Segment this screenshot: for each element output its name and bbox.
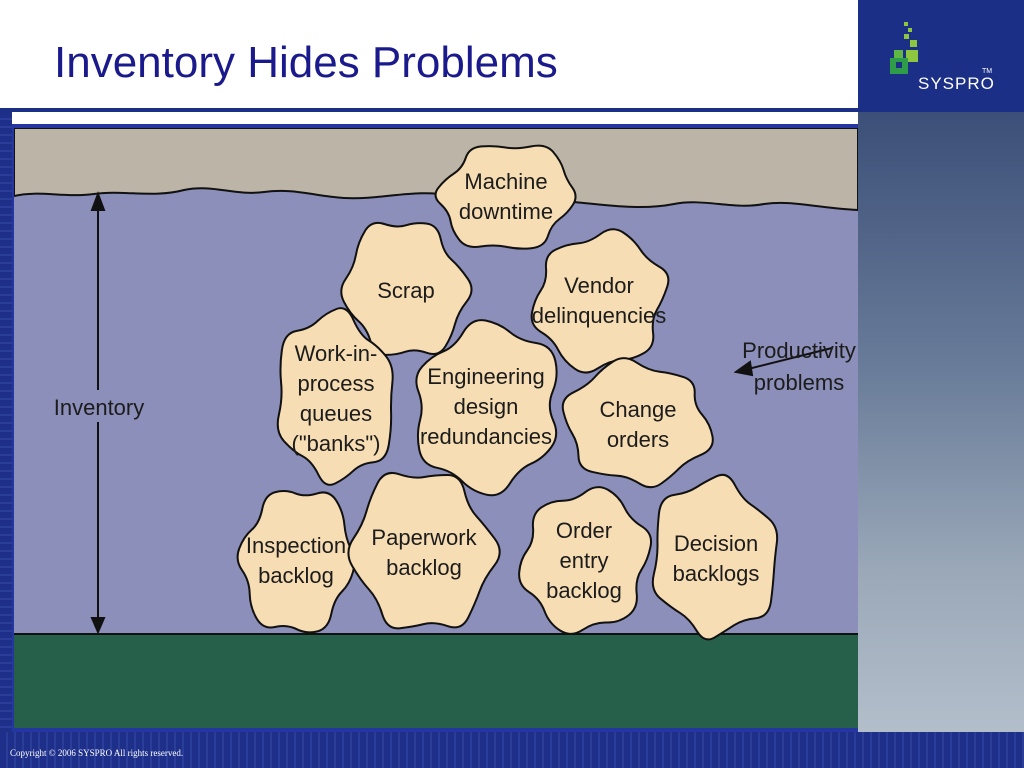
ground-band <box>14 634 858 728</box>
rock-shape <box>434 144 577 250</box>
rock-label-scrap-0: Scrap <box>377 278 434 303</box>
rock-label-paperwork-backlog-0: Paperwork <box>371 525 477 550</box>
rock-label-machine-downtime-1: downtime <box>459 199 553 224</box>
rock-label-order-entry-backlog-2: backlog <box>546 578 622 603</box>
footer-band <box>0 732 1024 768</box>
rock-inspection-backlog: Inspection backlog <box>236 490 356 634</box>
productivity-callout-line-2: problems <box>754 370 844 395</box>
surface-band <box>14 128 858 212</box>
rock-machine-downtime: Machine downtime <box>434 144 577 250</box>
rock-label-change-orders-1: orders <box>607 427 669 452</box>
rock-label-order-entry-backlog-1: entry <box>560 548 609 573</box>
rock-label-work-in-process-queues-0: Work-in- <box>295 341 378 366</box>
rock-work-in-process-queues: Work-in-process queues ("banks") <box>276 307 394 486</box>
rock-vendor-delinquencies: Vendor delinquencies <box>530 228 670 374</box>
rock-label-paperwork-backlog-1: backlog <box>386 555 462 580</box>
right-decor-photo <box>858 112 1024 768</box>
rock-shape <box>347 471 501 630</box>
inventory-label: Inventory <box>54 395 145 420</box>
rock-shape <box>236 490 356 634</box>
rock-label-engineering-design-redundancies-1: design <box>454 394 519 419</box>
rock-shape <box>518 486 652 635</box>
rock-label-inspection-backlog-1: backlog <box>258 563 334 588</box>
copyright-notice: Copyright © 2006 SYSPRO All rights reser… <box>10 748 184 758</box>
inventory-label-backdrop <box>48 390 150 422</box>
rock-scrap: Scrap <box>340 221 473 356</box>
rock-shape <box>651 473 779 641</box>
rock-label-work-in-process-queues-3: ("banks") <box>292 431 381 456</box>
rock-label-decision-backlogs-0: Decision <box>674 531 758 556</box>
rock-label-decision-backlogs-1: backlogs <box>673 561 760 586</box>
rock-decision-backlogs: Decision backlogs <box>651 473 779 641</box>
rock-paperwork-backlog: Paperwork backlog <box>347 471 501 630</box>
rock-label-order-entry-backlog-0: Order <box>556 518 612 543</box>
rock-order-entry-backlog: Order entry backlog <box>518 486 652 635</box>
syspro-logo-tm: TM <box>982 68 993 75</box>
rock-label-vendor-delinquencies-0: Vendor <box>564 273 634 298</box>
rock-label-inspection-backlog-0: Inspection <box>246 533 346 558</box>
productivity-callout-arrow <box>733 347 833 377</box>
rock-label-machine-downtime-0: Machine <box>464 169 547 194</box>
syspro-logo-wordmark: SYSPRO <box>918 74 995 93</box>
productivity-callout-line-1: Productivity <box>742 338 856 363</box>
syspro-logo-mark <box>890 22 918 74</box>
rock-change-orders: Change orders <box>561 357 714 489</box>
rock-label-change-orders-0: Change <box>599 397 676 422</box>
rock-label-engineering-design-redundancies-0: Engineering <box>427 364 544 389</box>
left-decor-band <box>0 112 12 732</box>
rock-shape <box>415 319 558 497</box>
rock-shape <box>340 221 473 356</box>
inventory-rocks-diagram: Inventory Productivity problems Machine d… <box>14 128 858 728</box>
rock-shape <box>276 307 394 486</box>
rock-label-work-in-process-queues-1: process <box>297 371 374 396</box>
rock-label-engineering-design-redundancies-2: redundancies <box>420 424 552 449</box>
rock-label-work-in-process-queues-2: queues <box>300 401 372 426</box>
rock-engineering-design-redundancies: Engineering design redundancies <box>415 319 558 497</box>
rock-label-vendor-delinquencies-1: delinquencies <box>532 303 667 328</box>
title-divider <box>0 108 858 112</box>
slide-title: Inventory Hides Problems <box>54 38 558 87</box>
rock-shape <box>561 357 714 489</box>
syspro-logo: SYSPRO TM <box>890 22 1010 102</box>
